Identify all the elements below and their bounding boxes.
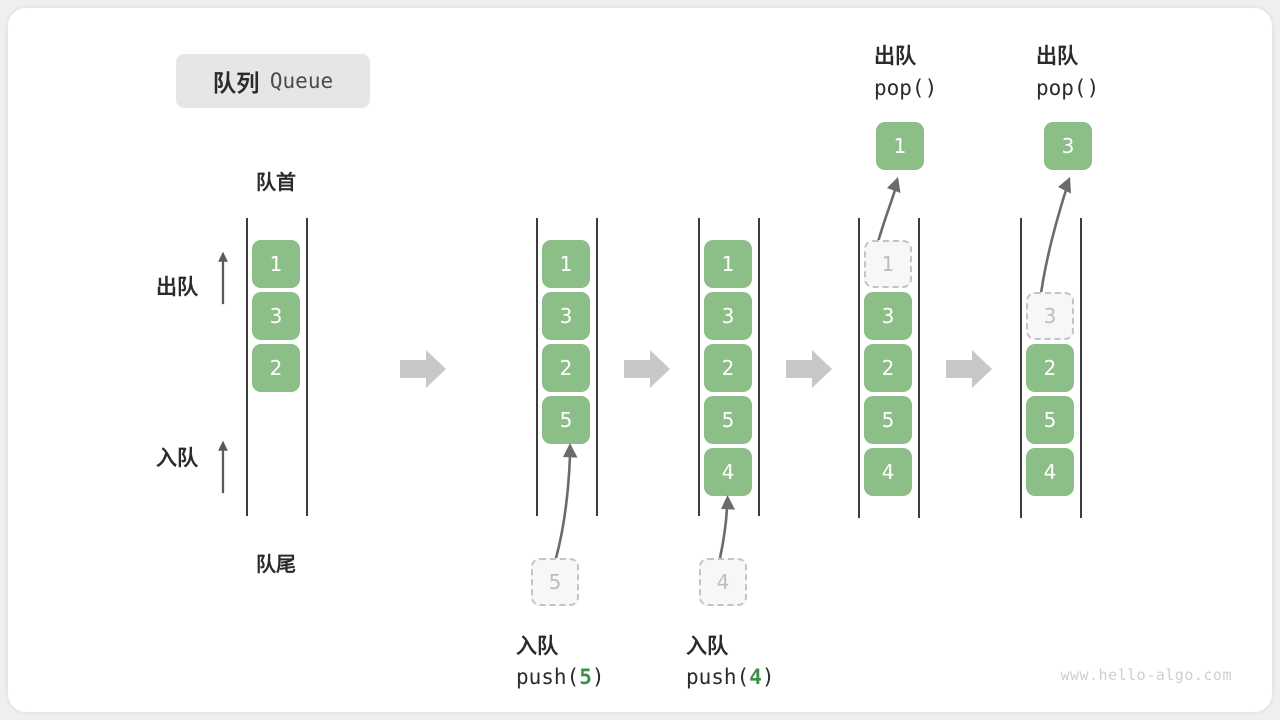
queue-rail-left-stage5: [1020, 218, 1022, 518]
queue-element: 2: [1026, 344, 1074, 392]
queue-element-new: 5: [542, 396, 590, 444]
queue-element: 1: [252, 240, 300, 288]
stage2-caption-code: push(5): [516, 665, 605, 689]
queue-element: 3: [252, 292, 300, 340]
title-en: Queue: [269, 69, 334, 93]
queue-element: 2: [864, 344, 912, 392]
popped-element: 3: [1044, 122, 1092, 170]
flow-arrow-icon: [946, 350, 992, 388]
dequeue-direction-label: 出队: [156, 275, 198, 299]
queue-rail-right-stage2: [596, 218, 598, 516]
stage2-caption-value: 5: [579, 665, 592, 689]
watermark: www.hello-algo.com: [1060, 666, 1232, 684]
flow-arrow-icon: [786, 350, 832, 388]
queue-rail-left-stage1: [246, 218, 248, 516]
queue-element: 4: [1026, 448, 1074, 496]
stage5-caption-cn: 出队: [1036, 44, 1078, 68]
queue-ghost-element: 1: [864, 240, 912, 288]
queue-element: 5: [704, 396, 752, 444]
enqueue-motion-arrow-icon: [718, 495, 735, 559]
enqueue-motion-arrow-icon: [554, 443, 578, 559]
queue-ghost-element: 3: [1026, 292, 1074, 340]
queue-rail-left-stage3: [698, 218, 700, 516]
queue-rail-right-stage4: [918, 218, 920, 518]
queue-element: 1: [542, 240, 590, 288]
stage4-caption-cn: 出队: [874, 44, 916, 68]
dequeue-motion-arrow-icon: [1038, 177, 1071, 303]
queue-element: 5: [864, 396, 912, 444]
stage4-caption-code: pop(): [874, 76, 938, 100]
title-cn: 队列: [212, 71, 260, 97]
diagram-card: 队列 Queue 队首 队尾 出队 入队 1 3 2 1 3 2 5 5 入队 …: [8, 8, 1272, 712]
popped-element: 1: [876, 122, 924, 170]
enqueue-direction-arrow-icon: [218, 440, 228, 494]
queue-rail-left-stage4: [858, 218, 860, 518]
queue-element-new: 4: [704, 448, 752, 496]
queue-element: 3: [704, 292, 752, 340]
queue-rail-left-stage2: [536, 218, 538, 516]
flow-arrow-icon: [624, 350, 670, 388]
queue-rail-right-stage3: [758, 218, 760, 516]
queue-element: 5: [1026, 396, 1074, 444]
queue-ghost-element: 5: [531, 558, 579, 606]
queue-element: 2: [704, 344, 752, 392]
queue-element: 3: [542, 292, 590, 340]
dequeue-direction-arrow-icon: [218, 251, 228, 305]
stage3-caption-cn: 入队: [686, 634, 728, 658]
queue-head-label: 队首: [256, 170, 296, 194]
queue-tail-label: 队尾: [256, 552, 296, 576]
flow-arrow-icon: [400, 350, 446, 388]
queue-element: 2: [252, 344, 300, 392]
stage3-caption-code: push(4): [686, 665, 775, 689]
queue-rail-right-stage1: [306, 218, 308, 516]
queue-element: 3: [864, 292, 912, 340]
stage2-caption-cn: 入队: [516, 634, 558, 658]
stage5-caption-code: pop(): [1036, 76, 1100, 100]
enqueue-direction-label: 入队: [156, 446, 198, 470]
queue-rail-right-stage5: [1080, 218, 1082, 518]
queue-element: 1: [704, 240, 752, 288]
queue-element: 2: [542, 344, 590, 392]
diagram-title-chip: 队列 Queue: [176, 54, 370, 108]
queue-element: 4: [864, 448, 912, 496]
stage3-caption-value: 4: [749, 665, 762, 689]
queue-ghost-element: 4: [699, 558, 747, 606]
